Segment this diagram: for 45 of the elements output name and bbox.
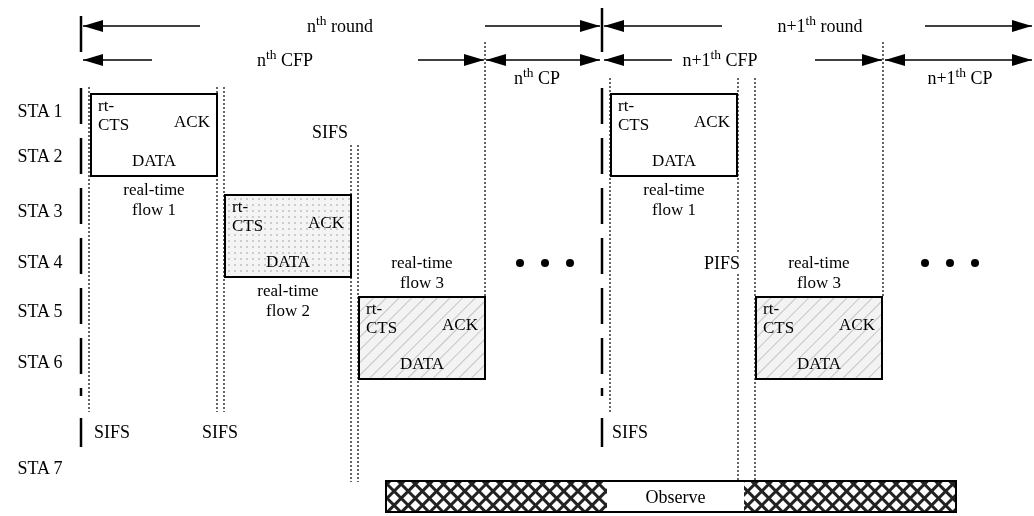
- timeline-label: n$^{th}$ round: [305, 17, 375, 35]
- frame-box: [358, 296, 486, 380]
- flow-caption: real-time flow 2: [256, 281, 320, 321]
- frame-label: rt- CTS: [366, 300, 399, 338]
- timeline-label: STA 6: [15, 353, 65, 371]
- observe-bar: [385, 480, 957, 513]
- timeline-label: SIFS: [200, 423, 240, 441]
- timeline-label: SIFS: [610, 423, 650, 441]
- timeline-label: SIFS: [92, 423, 132, 441]
- timeline-label: STA 4: [15, 253, 65, 271]
- timeline-label: n+1$^{th}$ round: [775, 17, 865, 35]
- frame-box: [755, 296, 883, 380]
- timeline-label: n$^{th}$ CP: [512, 69, 562, 87]
- frame-label: rt- CTS: [232, 198, 265, 236]
- timeline-label: STA 1: [15, 102, 65, 120]
- timeline-label: PIFS: [702, 254, 742, 272]
- frame-label: ACK: [839, 316, 875, 333]
- frame-label: rt- CTS: [98, 97, 131, 135]
- frame-label: ACK: [694, 113, 730, 130]
- timeline-label: n$^{th}$ CFP: [255, 51, 315, 69]
- timeline-label: STA 7: [15, 459, 65, 477]
- frame-label: DATA: [796, 355, 842, 372]
- flow-caption: real-time flow 3: [390, 253, 454, 293]
- timeline-label: n+1$^{th}$ CP: [925, 69, 995, 87]
- timeline-label: STA 3: [15, 202, 65, 220]
- frame-box: [224, 194, 352, 278]
- frame-label: ACK: [308, 214, 344, 231]
- bar-label: Observe: [607, 482, 744, 511]
- flow-caption: real-time flow 3: [787, 253, 851, 293]
- frame-label: DATA: [265, 253, 311, 270]
- flow-caption: real-time flow 1: [642, 180, 706, 220]
- timeline-label: STA 5: [15, 302, 65, 320]
- frame-label: DATA: [399, 355, 445, 372]
- frame-box: [90, 93, 218, 177]
- frame-label: rt- CTS: [618, 97, 651, 135]
- timeline-label: n+1$^{th}$ CFP: [680, 51, 760, 69]
- flow-caption: real-time flow 1: [122, 180, 186, 220]
- frame-label: DATA: [131, 152, 177, 169]
- timeline-label: STA 2: [15, 147, 65, 165]
- frame-label: DATA: [651, 152, 697, 169]
- frame-label: rt- CTS: [763, 300, 796, 338]
- frame-box: [610, 93, 738, 177]
- timeline-label: SIFS: [310, 123, 350, 141]
- frame-label: ACK: [442, 316, 478, 333]
- frame-label: ACK: [174, 113, 210, 130]
